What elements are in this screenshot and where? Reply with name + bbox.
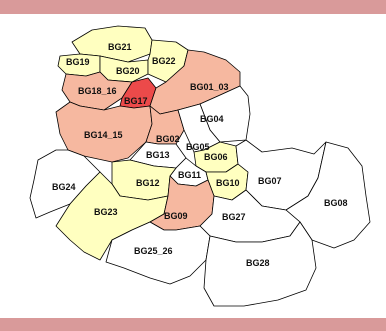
bottom-border-bar — [0, 318, 386, 331]
label-BG13: BG13 — [146, 150, 170, 160]
label-BG18_16: BG18_16 — [78, 86, 117, 96]
label-BG27: BG27 — [222, 212, 246, 222]
label-BG08: BG08 — [324, 198, 348, 208]
label-BG06: BG06 — [204, 152, 228, 162]
label-BG23: BG23 — [94, 207, 118, 217]
top-border-bar — [0, 0, 386, 14]
label-BG20: BG20 — [116, 66, 140, 76]
label-BG25_26: BG25_26 — [134, 246, 173, 256]
label-BG02: BG02 — [156, 134, 180, 144]
label-BG24: BG24 — [52, 182, 76, 192]
label-BG01_03: BG01_03 — [190, 82, 229, 92]
label-BG05: BG05 — [186, 142, 210, 152]
label-BG10: BG10 — [216, 178, 240, 188]
label-BG04: BG04 — [200, 114, 224, 124]
label-BG22: BG22 — [152, 56, 176, 66]
label-BG21: BG21 — [108, 42, 132, 52]
label-BG14_15: BG14_15 — [84, 130, 123, 140]
district-BG28[interactable] — [203, 221, 317, 307]
label-BG28: BG28 — [246, 258, 270, 268]
label-BG07: BG07 — [258, 176, 282, 186]
label-BG19: BG19 — [66, 57, 90, 67]
label-BG17: BG17 — [124, 96, 148, 106]
label-BG09: BG09 — [164, 211, 188, 221]
label-BG12: BG12 — [136, 178, 160, 188]
district-BG08[interactable] — [285, 141, 371, 249]
label-BG11: BG11 — [178, 170, 201, 180]
